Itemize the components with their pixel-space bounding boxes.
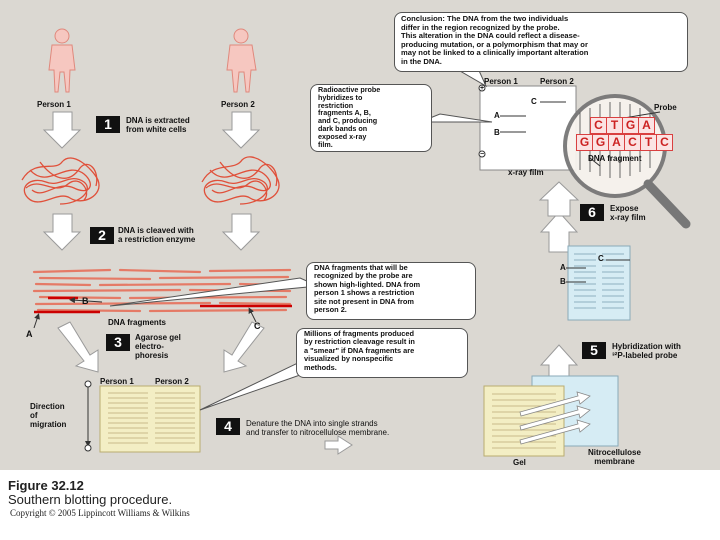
membrane-band-a-label: A (560, 263, 566, 272)
probe-sequence: C T G A (590, 117, 655, 134)
gel-person-1-label: Person 1 (100, 377, 134, 386)
fragment-base-4: C (624, 134, 641, 151)
dna-fragment-sequence: G G A C T C (576, 134, 673, 151)
fragment-base-3: A (608, 134, 625, 151)
membrane-band-c-label: C (598, 254, 604, 263)
film-band-a-label: A (494, 111, 500, 120)
figure-title: Southern blotting procedure. (8, 492, 173, 507)
film-person-2-label: Person 2 (540, 77, 574, 86)
step-3-number: 3 (106, 334, 130, 351)
person-1-label: Person 1 (37, 100, 71, 109)
step-4-text: Denature the DNA into single strands and… (246, 419, 390, 437)
step-6-text: Expose x-ray film (610, 204, 646, 222)
probe-base-2: T (606, 117, 623, 134)
fragments-text: DNA fragments that will be recognized by… (314, 263, 421, 315)
step-2-text: DNA is cleaved with a restriction enzyme (118, 226, 196, 244)
step-5-number: 5 (582, 342, 606, 359)
step-2-number: 2 (90, 227, 114, 244)
radioactive-callout (310, 84, 432, 152)
radioactive-text: Radioactive probe hybridizes to restrict… (318, 85, 381, 149)
membrane-band-b-label: B (560, 277, 566, 286)
millions-callout (296, 328, 468, 378)
fragment-c-label: C (254, 321, 261, 331)
fragment-a-label: A (26, 329, 33, 339)
step-6-number: 6 (580, 204, 604, 221)
southern-blot-figure: Conclusion: The DNA from the two individ… (0, 0, 720, 470)
x-ray-film (478, 84, 577, 171)
caption-area (0, 470, 720, 540)
step-1-number: 1 (96, 116, 120, 133)
fragments-callout (306, 262, 476, 320)
dna-fragments-label: DNA fragments (108, 318, 166, 327)
step-3-text: Agarose gel electro- phoresis (135, 333, 181, 360)
agarose-gel (84, 380, 201, 453)
gel-and-membrane-stack (483, 375, 619, 457)
probe-base-3: G (622, 117, 639, 134)
film-plus-label: + (480, 85, 485, 92)
figure-number: Figure 32.12 (8, 478, 84, 493)
xray-film-label: x-ray film (508, 168, 544, 177)
gel-person-2-label: Person 2 (155, 377, 189, 386)
person-1-figure (48, 28, 76, 93)
person-2-label: Person 2 (221, 100, 255, 109)
dna-fragment-label: DNA fragment (588, 154, 642, 163)
millions-text: Millions of fragments produced by restri… (304, 329, 415, 372)
fragment-base-6: C (656, 134, 673, 151)
probe-label: Probe (654, 103, 677, 112)
conclusion-callout (394, 12, 688, 72)
film-band-b-label: B (494, 128, 500, 137)
probe-base-1: C (590, 117, 607, 134)
gel-label: Gel (513, 458, 526, 467)
person-2-figure (226, 28, 257, 93)
process-arrows (42, 111, 580, 455)
fragment-base-5: T (640, 134, 657, 151)
film-band-c-label: C (531, 97, 537, 106)
fragment-label-arrows (33, 297, 257, 329)
step-1-text: DNA is extracted from white cells (126, 116, 190, 134)
dna-tangle-left (21, 157, 100, 205)
fragment-b-label: B (82, 296, 89, 306)
copyright-notice: Copyright © 2005 Lippincott Williams & W… (10, 508, 190, 518)
direction-label: Direction of migration (30, 402, 67, 429)
dna-tangle-right (201, 156, 280, 205)
step-4-number: 4 (216, 418, 240, 435)
nitrocellulose-label: Nitrocellulose membrane (588, 448, 641, 466)
film-minus-label: − (480, 151, 485, 158)
fragment-base-2: G (592, 134, 609, 151)
probe-base-4: A (638, 117, 655, 134)
fragment-base-1: G (576, 134, 593, 151)
film-person-1-label: Person 1 (484, 77, 518, 86)
step-5-text: Hybridization with ³²P-labeled probe (612, 342, 681, 360)
conclusion-text: Conclusion: The DNA from the two individ… (401, 14, 589, 66)
hybridized-membrane (566, 245, 631, 321)
